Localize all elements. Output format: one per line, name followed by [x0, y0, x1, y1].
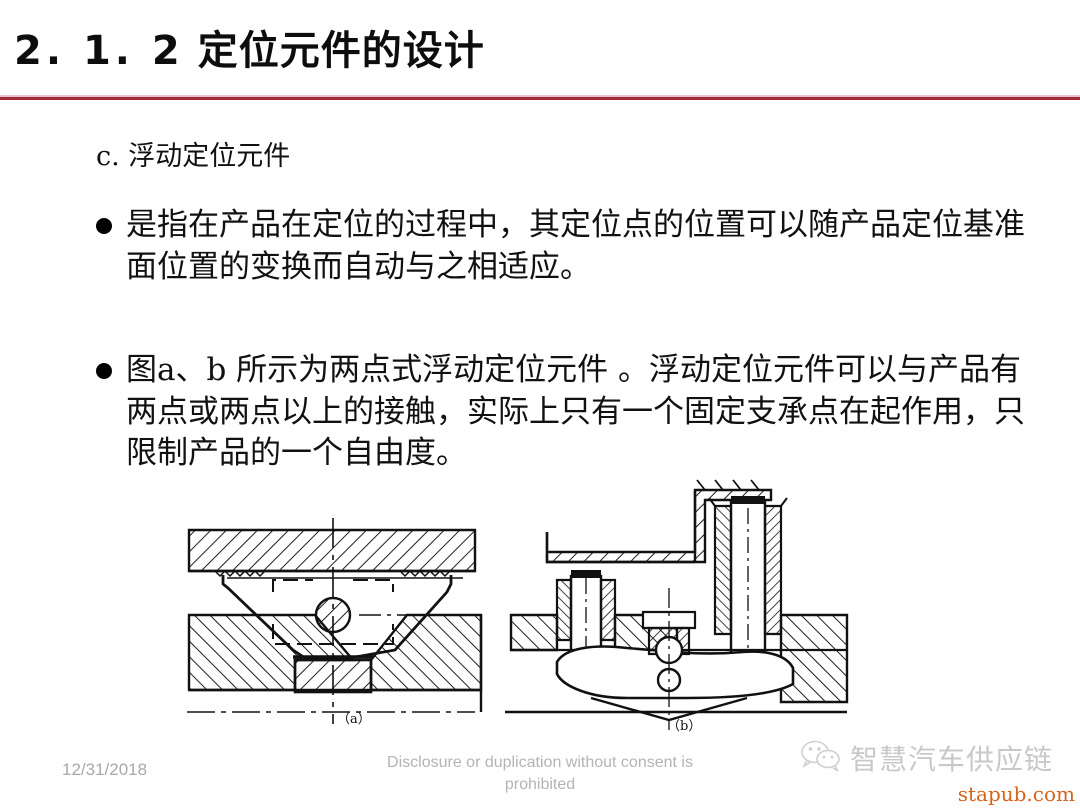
bullet-dot-icon [96, 363, 112, 379]
technical-drawing [175, 472, 875, 744]
bullet-text: 图a、b 所示为两点式浮动定位元件 。浮动定位元件可以与产品有两点或两点以上的接… [126, 352, 1025, 472]
watermark-url: stapub.com [957, 782, 1075, 806]
title-divider-highlight [0, 95, 1080, 97]
pin-right [708, 496, 788, 664]
footer-date: 12/31/2018 [62, 760, 148, 779]
bullet-text: 是指在产品在定位的过程中，其定位点的位置可以随产品定位基准面位置的变换而自动与之… [126, 207, 1025, 285]
title-number: 2. 1. 2 [14, 28, 184, 74]
footer-notice: Disclosure or duplication without consen… [387, 754, 693, 794]
bullet-item: 是指在产品在定位的过程中，其定位点的位置可以随产品定位基准面位置的变换而自动与之… [96, 205, 1046, 288]
title-text: 定位元件的设计 [197, 28, 485, 74]
bullet-item: 图a、b 所示为两点式浮动定位元件 。浮动定位元件可以与产品有两点或两点以上的接… [96, 350, 1046, 475]
drawing-svg [187, 479, 849, 730]
watermark-brand: 智慧汽车供应链 [850, 743, 1054, 776]
wechat-icon [800, 739, 842, 778]
bullet-dot-icon [96, 218, 112, 234]
title-divider [0, 97, 1080, 100]
figure-caption-a: （a） [337, 712, 371, 727]
section-subhead: c. 浮动定位元件 [96, 141, 291, 172]
figure-a [187, 518, 483, 724]
figure-b [505, 479, 849, 730]
watermark: 智慧汽车供应链 stapub.com [800, 738, 1075, 808]
page-title: 2. 1. 2 定位元件的设计 [14, 18, 485, 76]
figure-caption-b: （b） [667, 719, 702, 734]
